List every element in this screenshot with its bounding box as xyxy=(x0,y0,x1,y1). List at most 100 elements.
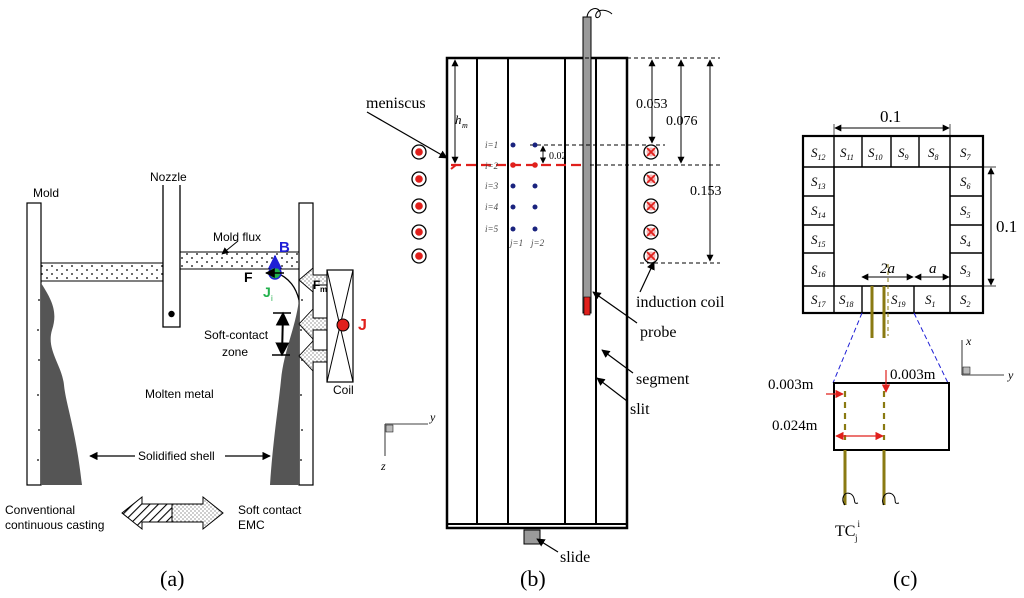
label-emc: EMC xyxy=(238,518,265,532)
slide-pointer xyxy=(536,538,559,553)
label-solidified-shell: Solidified shell xyxy=(138,449,215,463)
label-induction-coil: induction coil xyxy=(636,294,725,311)
axis-label-y-c: y xyxy=(1007,368,1014,382)
label-conventional: Conventional xyxy=(5,503,75,517)
row-label-5: i=5 xyxy=(485,224,499,234)
label-fm-sub: m xyxy=(320,285,327,294)
seg-label: S13 xyxy=(811,174,826,191)
seg-label: S17 xyxy=(811,292,827,309)
label-mold-flux: Mold flux xyxy=(213,230,261,244)
label-mold: Mold xyxy=(33,186,59,200)
label-slide: slide xyxy=(560,549,590,566)
zoom-box xyxy=(833,382,950,451)
label-002: 0.02 xyxy=(549,151,567,162)
segment-labels: S12 S11 S10 S9 S8 S7 S13 S6 S14 S5 S15 S… xyxy=(811,145,972,309)
label-b: B xyxy=(279,239,290,256)
row-label-3: i=3 xyxy=(485,181,499,191)
panel-a: Mold Nozzle Mold flux B F J i F m J Soft… xyxy=(5,170,367,591)
xy-axis-glyph xyxy=(961,340,1004,376)
meniscus-pointer xyxy=(366,111,448,159)
axis-label-y: y xyxy=(429,410,436,424)
probe-wire xyxy=(586,8,613,19)
label-0003-left: 0.003m xyxy=(768,377,814,393)
seg-label: S12 xyxy=(811,145,826,162)
right-solidified-shell xyxy=(270,300,299,485)
seg-label: S4 xyxy=(960,232,971,249)
label-0003-right: 0.003m xyxy=(890,367,936,383)
probe-tip xyxy=(583,296,591,316)
label-probe: probe xyxy=(640,324,676,341)
label-continuous-casting: continuous casting xyxy=(5,518,104,532)
label-dim-top: 0.1 xyxy=(880,107,901,126)
left-solidified-shell xyxy=(41,283,82,485)
col-label-1: j=1 xyxy=(509,238,523,248)
label-dim-right: 0.1 xyxy=(996,217,1017,236)
label-0024: 0.024m xyxy=(772,418,818,434)
label-ji-sub: i xyxy=(271,294,273,303)
row-label-1: i=1 xyxy=(485,140,498,150)
row-label-4: i=4 xyxy=(485,202,499,212)
row-label-2: i=2 xyxy=(485,161,499,171)
nozzle-body xyxy=(162,185,181,328)
axis-label-x: x xyxy=(965,334,972,348)
panel-c: S12 S11 S10 S9 S8 S7 S13 S6 S14 S5 S15 S… xyxy=(768,107,1017,591)
left-coil-markers xyxy=(411,144,427,264)
label-soft-contact: Soft-contact xyxy=(204,328,269,342)
zoom-line-right xyxy=(913,312,949,384)
label-zone: zone xyxy=(222,345,248,359)
probe-pointer xyxy=(592,291,638,324)
label-slit: slit xyxy=(630,401,650,418)
label-0053: 0.053 xyxy=(636,97,668,112)
tc-wire-2 xyxy=(882,492,900,506)
left-mold-wall xyxy=(26,202,42,486)
panel-b: meniscus h m 0.053 0.076 0.153 0.02 i=1 … xyxy=(366,8,725,591)
label-ji: J xyxy=(263,284,271,300)
label-meniscus: meniscus xyxy=(366,95,426,112)
label-nozzle: Nozzle xyxy=(150,170,187,184)
seg-label: S3 xyxy=(960,262,971,279)
label-coil: Coil xyxy=(333,383,354,397)
measurement-points xyxy=(510,142,538,232)
seg-label: S8 xyxy=(928,145,939,162)
induction-coil-pointer xyxy=(639,261,655,293)
label-2a: 2a xyxy=(880,261,895,277)
caption-a: (a) xyxy=(160,566,184,591)
seg-label: S1 xyxy=(925,292,936,309)
zoom-line-left xyxy=(832,312,863,384)
label-j: J xyxy=(358,317,367,334)
seg-label: S2 xyxy=(960,292,971,309)
mold-outline xyxy=(445,56,629,530)
label-segment: segment xyxy=(636,371,690,388)
seg-label: S11 xyxy=(840,145,854,162)
axis-label-z: z xyxy=(380,459,386,473)
mold-flux-arrow xyxy=(221,240,239,255)
crucible-inner xyxy=(833,166,951,287)
label-fm: F xyxy=(313,278,320,292)
label-0076: 0.076 xyxy=(666,114,698,129)
legend-emc-arrow xyxy=(171,495,224,531)
caption-b: (b) xyxy=(520,566,546,591)
seg-label: S5 xyxy=(960,203,971,220)
soft-contact-zone-arrow xyxy=(275,311,290,357)
nozzle-port xyxy=(168,310,175,318)
label-hm-sub: m xyxy=(462,121,468,130)
tc-wire-1 xyxy=(842,492,859,506)
caption-c: (c) xyxy=(893,566,917,591)
legend-conventional-arrow xyxy=(121,495,173,531)
meniscus-hook xyxy=(450,164,457,170)
probe-rod xyxy=(582,16,592,314)
seg-label: S19 xyxy=(891,292,906,309)
coil-current-marker xyxy=(336,318,350,332)
mold-wall-dots xyxy=(37,299,303,461)
seg-label: S14 xyxy=(811,203,826,220)
mold-flux-left xyxy=(40,262,164,282)
seg-label: S15 xyxy=(811,232,826,249)
label-0153: 0.153 xyxy=(690,184,722,199)
label-f: F xyxy=(244,269,253,285)
seg-label: S6 xyxy=(960,174,971,191)
seg-label: S16 xyxy=(811,262,826,279)
yz-axis-glyph xyxy=(384,423,428,456)
label-soft-contact-emc: Soft contact xyxy=(238,503,302,517)
label-hm: h xyxy=(455,112,462,127)
